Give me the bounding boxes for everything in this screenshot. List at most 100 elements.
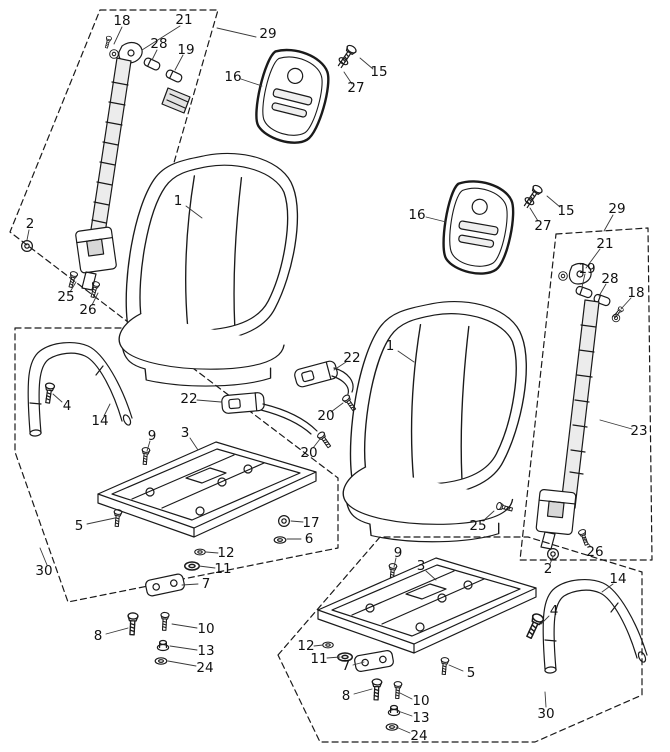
callout-20: 20 — [317, 408, 334, 424]
callout-13: 13 — [412, 710, 429, 726]
screw-15-27-right — [521, 183, 544, 210]
screw-15-27-left — [335, 43, 358, 70]
callout-14: 14 — [609, 571, 626, 587]
callout-1: 1 — [386, 338, 395, 354]
belt-tongue — [81, 271, 97, 291]
callout-4: 4 — [63, 398, 72, 414]
callout-6: 6 — [305, 531, 314, 547]
belt-strap-23 — [560, 299, 600, 509]
callout-15: 15 — [370, 64, 387, 80]
belt-strap-hatch — [569, 324, 597, 475]
callout-26: 26 — [586, 544, 603, 560]
callout-25: 25 — [469, 518, 486, 534]
buckle-upper-cable — [331, 367, 354, 395]
belt-strap-hatch — [91, 81, 129, 224]
support-handle — [27, 341, 133, 438]
seatbelt-assembly-left — [21, 35, 191, 299]
pin-19 — [574, 284, 594, 300]
nut-13 — [156, 639, 170, 652]
belt-retractor — [535, 488, 577, 536]
callout-3: 3 — [181, 425, 190, 441]
callout-21: 21 — [175, 12, 192, 28]
buckle-lower — [220, 391, 266, 415]
base-right-boundary — [277, 536, 643, 743]
callout-19: 19 — [177, 42, 194, 58]
bolt-8 — [126, 612, 139, 636]
anchor-ring — [558, 271, 568, 281]
callout-3: 3 — [417, 558, 426, 574]
washer-6 — [273, 536, 287, 544]
headrest-right — [436, 175, 520, 280]
callout-8: 8 — [94, 628, 103, 644]
bolt-9 — [140, 446, 151, 466]
callout-12: 12 — [217, 545, 234, 561]
nut-13 — [387, 704, 401, 717]
anchor-bracket-hole — [576, 270, 584, 278]
buckle-assemblies — [220, 359, 358, 450]
callout-2: 2 — [544, 561, 553, 577]
callout-30: 30 — [35, 563, 52, 579]
buckle-upper — [292, 359, 340, 389]
callout-26: 26 — [79, 302, 96, 318]
callout-9: 9 — [148, 428, 157, 444]
bracket-7 — [144, 572, 186, 598]
bolt-4 — [523, 611, 546, 641]
anchor-bracket-hole — [127, 49, 135, 57]
callout-22: 22 — [343, 350, 360, 366]
pin-19 — [164, 68, 184, 84]
callout-24: 24 — [410, 728, 427, 744]
callout-25: 25 — [57, 289, 74, 305]
callout-4: 4 — [550, 603, 559, 619]
callout-2: 2 — [26, 216, 35, 232]
callout-15: 15 — [557, 203, 574, 219]
callout-22: 22 — [180, 391, 197, 407]
callout-10: 10 — [197, 621, 214, 637]
belt-strap — [89, 57, 132, 241]
belt-retractor — [74, 226, 118, 274]
callout-7: 7 — [202, 576, 211, 592]
buckle-lower-cable — [260, 403, 318, 435]
support-handle — [542, 578, 648, 675]
callout-27: 27 — [347, 80, 364, 96]
washer-24 — [154, 657, 168, 665]
callout-18: 18 — [627, 285, 644, 301]
callout-11: 11 — [310, 651, 327, 667]
callout-19: 19 — [578, 261, 595, 277]
washer-12 — [322, 641, 334, 649]
leader-lines — [26, 25, 633, 734]
callout-10: 10 — [412, 693, 429, 709]
washer-2 — [21, 240, 34, 252]
bolt-8 — [370, 678, 383, 701]
callout-13: 13 — [197, 643, 214, 659]
bolt-18 — [103, 35, 113, 49]
callout-16: 16 — [224, 69, 241, 85]
bolt-5 — [439, 656, 450, 676]
callout-labels: 18 21 28 19 29 2 25 26 16 27 15 16 27 15… — [26, 12, 648, 744]
callout-18: 18 — [113, 13, 130, 29]
bolt-4 — [42, 382, 56, 405]
base-assembly-left — [27, 341, 317, 665]
washer-11 — [184, 561, 200, 571]
callout-24: 24 — [196, 660, 213, 676]
callout-29: 29 — [608, 201, 625, 217]
anchor-ring-21 — [109, 49, 119, 59]
callout-20: 20 — [300, 445, 317, 461]
callout-14: 14 — [91, 413, 108, 429]
bolt-25 — [66, 270, 79, 289]
bolt-10 — [392, 680, 403, 700]
callout-16: 16 — [408, 207, 425, 223]
callout-17: 17 — [302, 515, 319, 531]
callout-8: 8 — [342, 688, 351, 704]
bolt-10 — [159, 611, 170, 632]
anchor-bracket-21 — [568, 262, 592, 285]
base-assembly-right — [317, 557, 648, 731]
belt-right-boundary — [519, 227, 653, 561]
belt-cover-stripes — [166, 93, 189, 109]
washer-17 — [278, 514, 290, 528]
belt-tongue — [540, 531, 556, 550]
callout-30: 30 — [537, 706, 554, 722]
seatbelt-assembly-right — [495, 262, 625, 561]
callout-21: 21 — [596, 236, 613, 252]
